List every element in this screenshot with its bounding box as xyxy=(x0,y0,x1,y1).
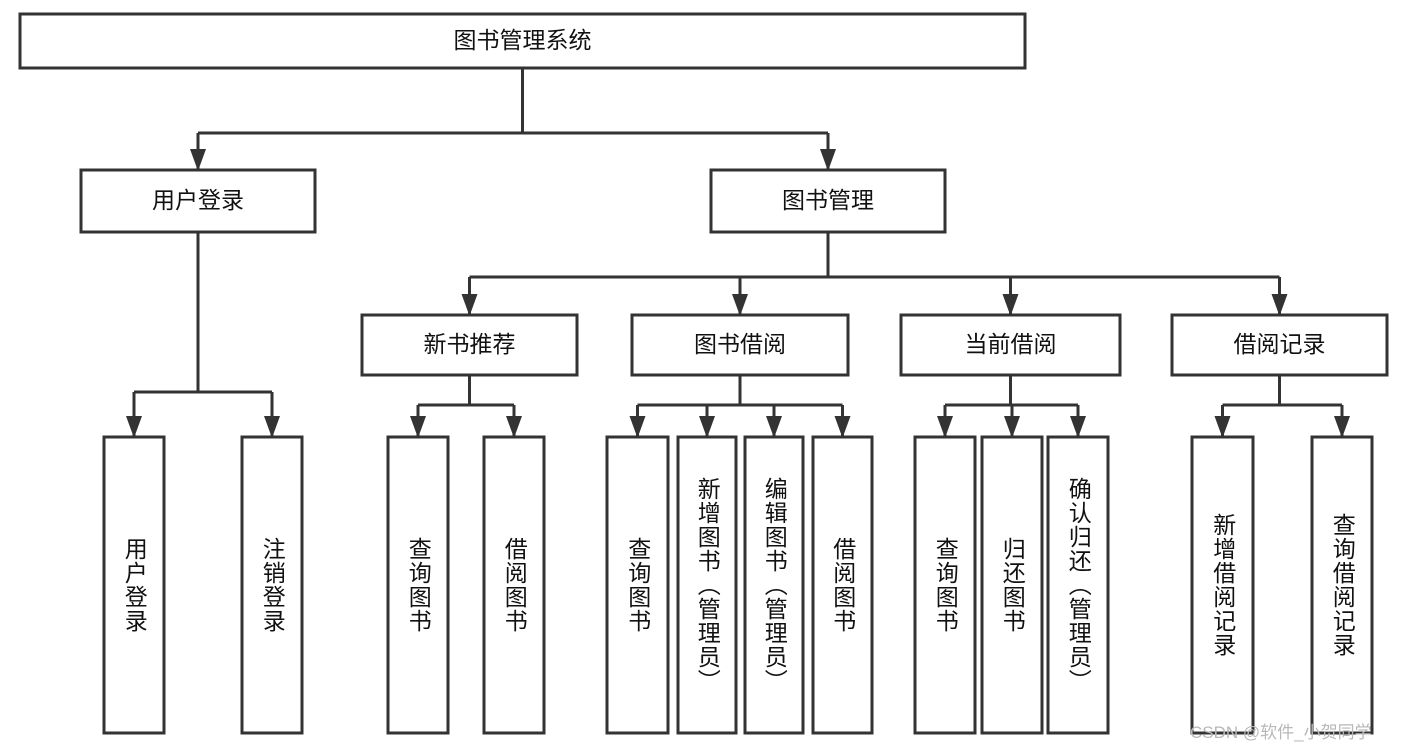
node-label-图书管理系统: 图书管理系统 xyxy=(454,27,592,53)
arrow-head-records-1 xyxy=(1334,416,1350,438)
arrow-head-borrow-0 xyxy=(629,416,646,438)
node-box-新增借阅记录[interactable] xyxy=(1190,435,1255,735)
node-box-用户登录[interactable] xyxy=(102,435,166,735)
node-box-当前借阅[interactable] xyxy=(899,313,1122,377)
arrow-head-user-login-1 xyxy=(264,416,280,438)
box-layer xyxy=(18,12,1389,735)
arrow-head-user-login-0 xyxy=(126,416,142,438)
arrow-head-book-mgmt-1 xyxy=(732,294,748,316)
watermark-credit: CSDN @软件_小贺同学 xyxy=(1190,723,1372,742)
arrow-head-book-mgmt-3 xyxy=(1271,294,1288,316)
node-box-借阅图书[interactable] xyxy=(811,435,874,735)
node-box-查询借阅记录[interactable] xyxy=(1310,435,1374,735)
arrow-head-current-2 xyxy=(1070,416,1086,438)
arrow-head-records-0 xyxy=(1214,416,1231,438)
arrow-head-borrow-2 xyxy=(766,416,782,438)
node-box-图书管理[interactable] xyxy=(709,168,947,234)
node-box-借阅图书[interactable] xyxy=(482,435,546,735)
edge-layer xyxy=(126,68,1350,438)
node-box-查询图书[interactable] xyxy=(386,435,450,735)
node-box-图书借阅[interactable] xyxy=(630,313,850,377)
node-box-图书管理系统[interactable] xyxy=(18,12,1027,70)
arrow-head-root-0 xyxy=(190,149,206,171)
node-label-图书借阅: 图书借阅 xyxy=(694,331,786,357)
arrow-head-current-1 xyxy=(1004,416,1020,438)
node-box-查询图书[interactable] xyxy=(605,435,670,735)
node-box-新增图书管理员[interactable] xyxy=(676,435,738,735)
node-label-当前借阅: 当前借阅 xyxy=(965,331,1057,357)
arrow-head-book-mgmt-0 xyxy=(461,294,478,316)
arrow-head-new-book-1 xyxy=(506,416,522,438)
node-box-注销登录[interactable] xyxy=(240,435,304,735)
node-label-图书管理: 图书管理 xyxy=(782,187,874,213)
node-box-确认归还管理员[interactable] xyxy=(1046,435,1110,735)
node-box-新书推荐[interactable] xyxy=(360,313,579,377)
node-label-用户登录: 用户登录 xyxy=(152,187,244,213)
node-box-用户登录[interactable] xyxy=(79,168,317,234)
node-box-借阅记录[interactable] xyxy=(1170,313,1389,377)
arrow-head-borrow-1 xyxy=(699,416,715,438)
arrow-head-root-1 xyxy=(820,149,836,171)
node-box-归还图书[interactable] xyxy=(980,435,1044,735)
node-box-编辑图书管理员[interactable] xyxy=(743,435,805,735)
arrow-head-current-0 xyxy=(937,416,953,438)
arrow-head-new-book-0 xyxy=(410,416,426,438)
node-label-借阅记录: 借阅记录 xyxy=(1234,331,1326,357)
node-label-新书推荐: 新书推荐 xyxy=(424,331,516,357)
arrow-head-book-mgmt-2 xyxy=(1002,294,1019,316)
arrow-head-borrow-3 xyxy=(834,416,851,438)
node-box-查询图书[interactable] xyxy=(913,435,977,735)
